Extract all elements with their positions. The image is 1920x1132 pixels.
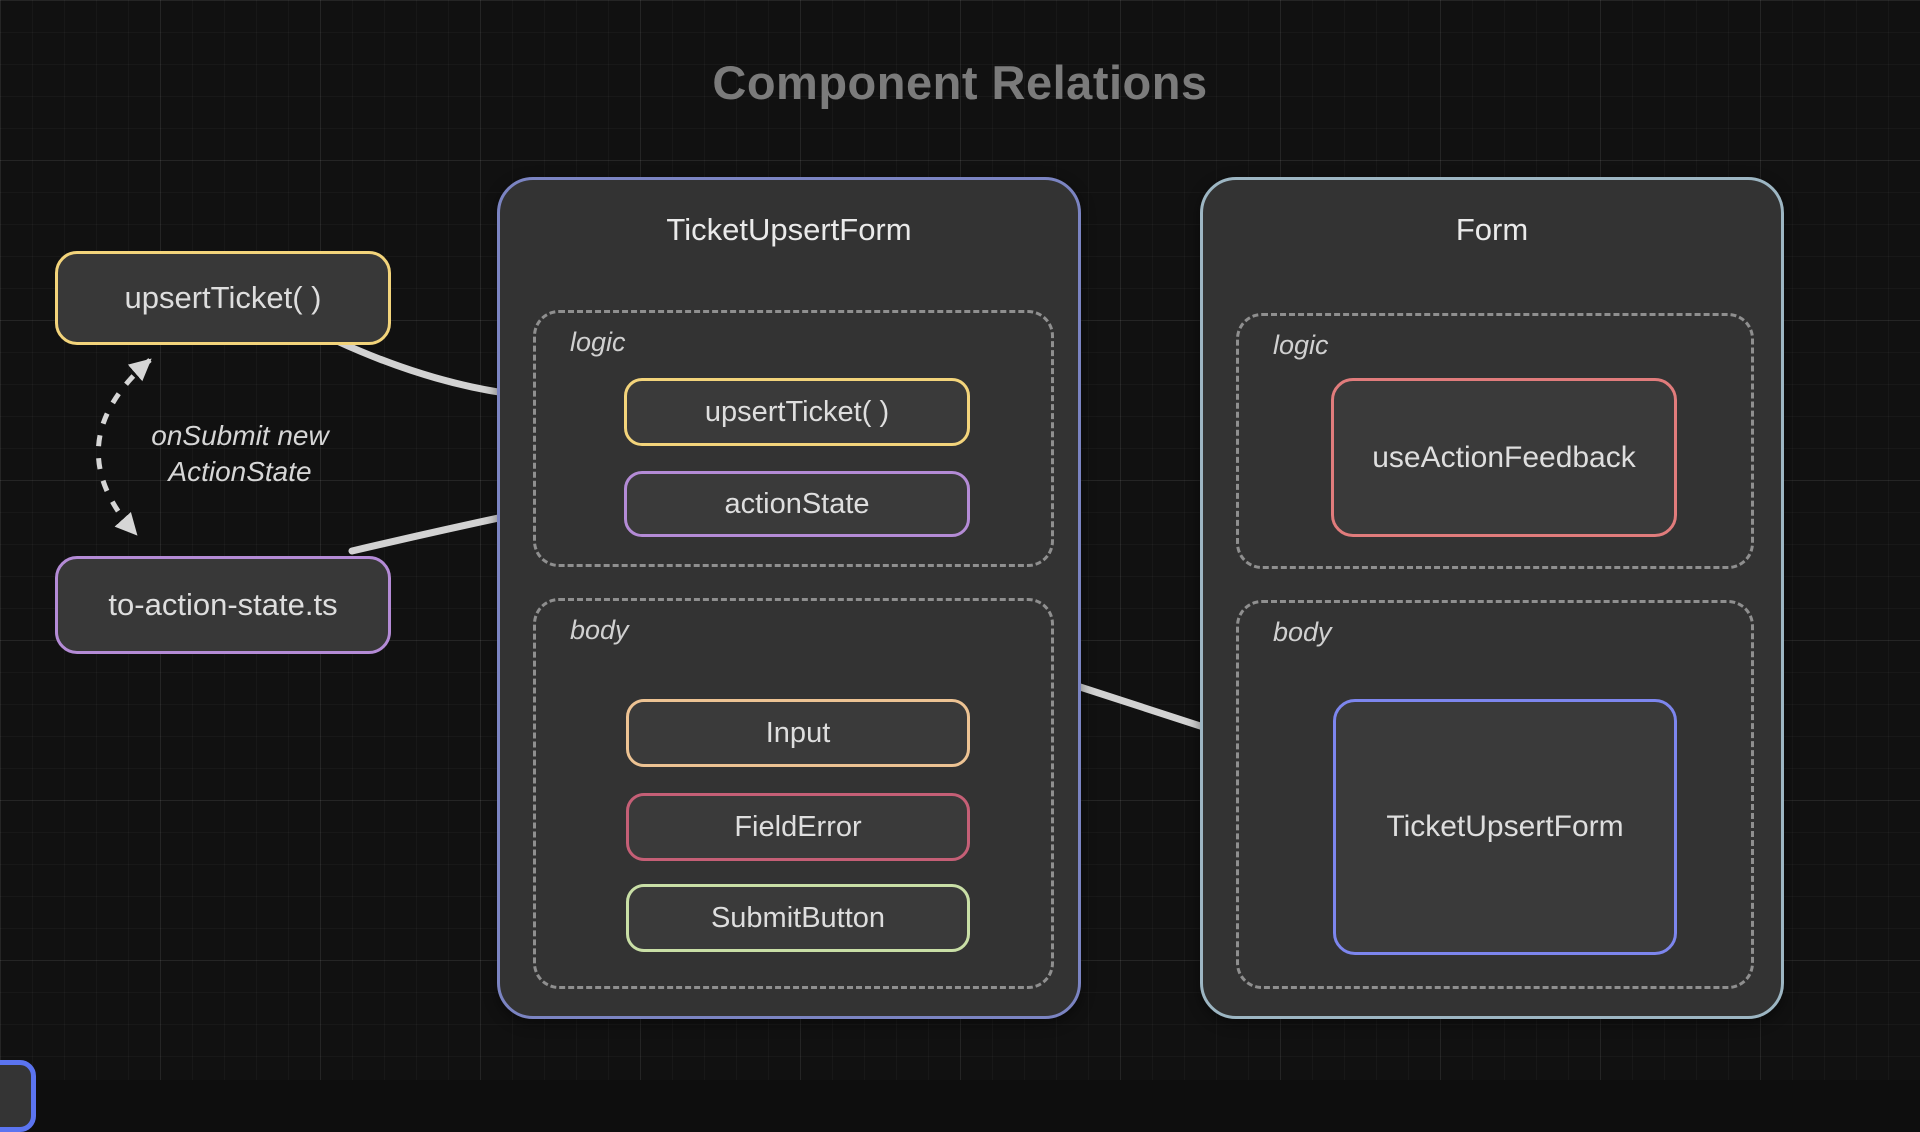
node-submit-button: SubmitButton bbox=[626, 884, 970, 952]
section-label-body: body bbox=[570, 615, 629, 645]
section-body: body Input FieldError SubmitButton bbox=[533, 598, 1054, 989]
node-upsert-ticket-source: upsertTicket( ) bbox=[55, 251, 391, 345]
section-logic-form: logic useActionFeedback bbox=[1236, 313, 1754, 569]
section-label-body-form: body bbox=[1273, 617, 1332, 647]
container-ticket-upsert-form: TicketUpsertForm logic upsertTicket( ) a… bbox=[497, 177, 1081, 1019]
node-use-action-feedback: useActionFeedback bbox=[1331, 378, 1677, 537]
section-body-form: body TicketUpsertForm bbox=[1236, 600, 1754, 989]
node-ticket-upsert-form-ref: TicketUpsertForm bbox=[1333, 699, 1677, 955]
node-to-action-state-file: to-action-state.ts bbox=[55, 556, 391, 654]
section-logic: logic upsertTicket( ) actionState bbox=[533, 310, 1054, 567]
container-form: Form logic useActionFeedback body Ticket… bbox=[1200, 177, 1784, 1019]
node-action-state: actionState bbox=[624, 471, 970, 537]
node-field-error: FieldError bbox=[626, 793, 970, 861]
clipped-blue-shape bbox=[0, 1060, 36, 1132]
section-label-logic: logic bbox=[570, 327, 626, 357]
edge-label-on-submit: onSubmit new ActionState bbox=[151, 420, 329, 487]
node-input: Input bbox=[626, 699, 970, 767]
container-title-form: Form bbox=[1455, 212, 1529, 247]
container-title-ticket-upsert-form: TicketUpsertForm bbox=[666, 212, 912, 247]
page-title: Component Relations bbox=[712, 56, 1208, 109]
node-upsert-ticket: upsertTicket( ) bbox=[624, 378, 970, 446]
section-label-logic-form: logic bbox=[1273, 330, 1329, 360]
